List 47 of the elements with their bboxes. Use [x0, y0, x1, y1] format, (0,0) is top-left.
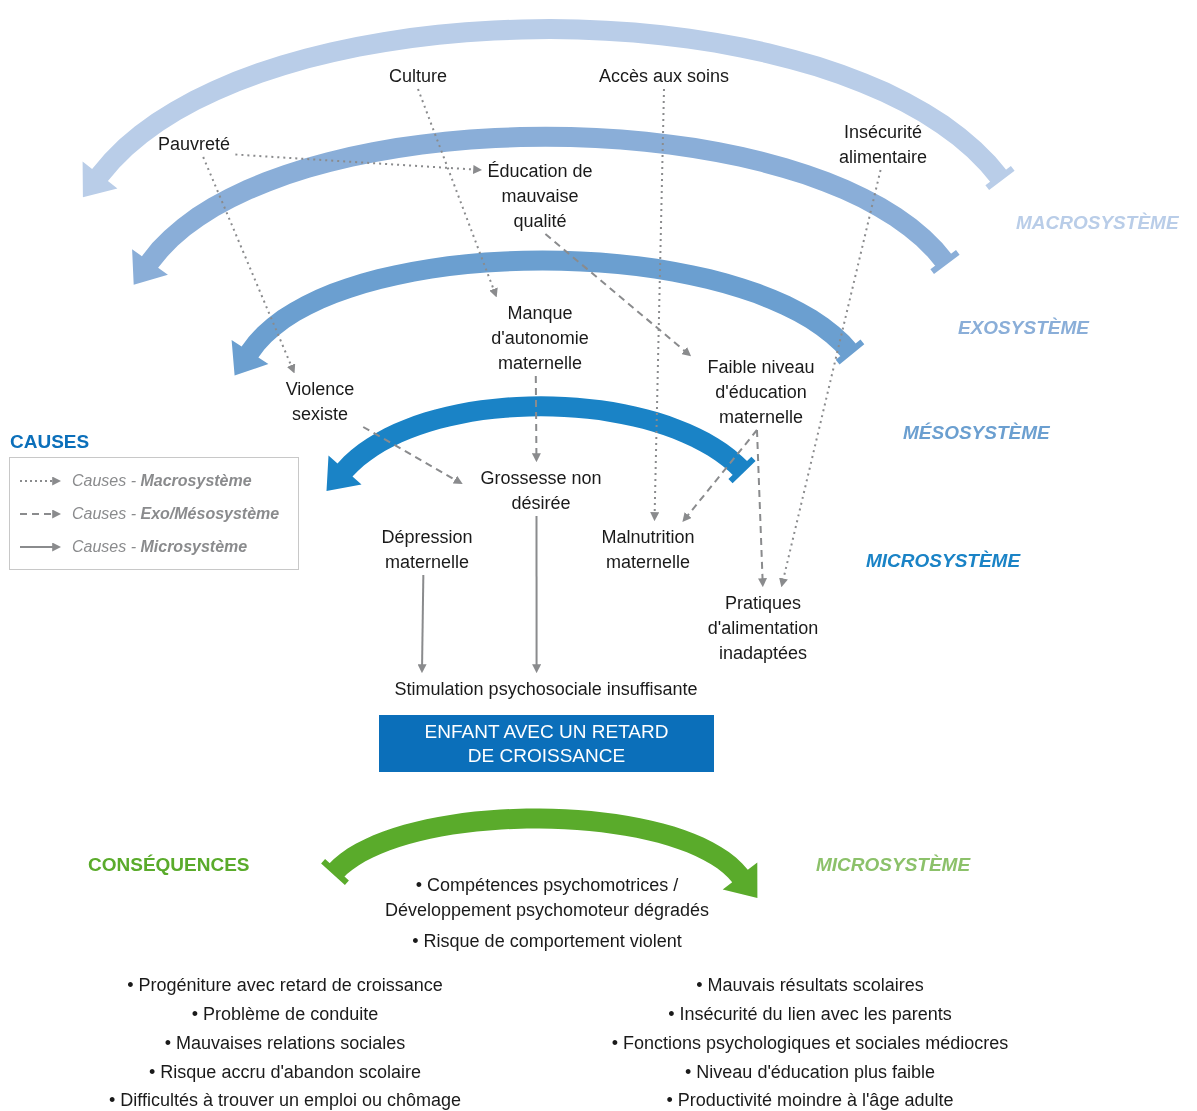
consequence-item: • Fonctions psychologiques et sociales médiocres [610, 1032, 1010, 1055]
section-heading: CAUSES [10, 430, 90, 454]
arrow [650, 88, 665, 522]
consequence-item: • Niveau d'éducation plus faible [684, 1061, 936, 1084]
cause-label: Culture [375, 64, 461, 89]
system-level-label: MACROSYSTÈME [1016, 211, 1179, 235]
system-level-label: EXOSYSTÈME [958, 316, 1089, 340]
outcome-box: ENFANT AVEC UN RETARD DE CROISSANCE [379, 715, 714, 772]
cause-label: Insécurité alimentaire [822, 120, 944, 170]
cause-label: Accès aux soins [585, 64, 743, 89]
system-level-label: MICROSYSTÈME [866, 549, 1021, 573]
arrow [234, 153, 483, 174]
legend-text: Causes - Macrosystème [72, 470, 252, 491]
arrow [417, 88, 498, 298]
consequence-item: • Progéniture avec retard de croissance [126, 974, 444, 997]
section-heading: CONSÉQUENCES [88, 853, 250, 877]
consequence-item: • Compétences psychomotrices / Développement psychomoteur dégradés [383, 874, 711, 922]
consequence-item: • Risque de comportement violent [411, 930, 683, 953]
cause-label: Éducation de mauvaise qualité [486, 159, 594, 234]
legend-text: Causes - Microsystème [72, 536, 248, 557]
arrow [682, 429, 758, 523]
consequence-item: • Difficultés à trouver un emploi ou chômage [107, 1089, 463, 1111]
arrow [544, 233, 692, 357]
arrow [532, 515, 542, 674]
cause-label: Pauvreté [148, 132, 240, 157]
arrow [531, 375, 541, 463]
cause-label: Grossesse non désirée [466, 466, 616, 516]
cause-label: Stimulation psychosociale insuffisante [358, 677, 734, 702]
system-level-label: MÉSOSYSTÈME [903, 421, 1050, 445]
arrow [202, 156, 296, 374]
cause-label: Violence sexiste [272, 377, 368, 427]
arrow [417, 574, 427, 674]
cause-label: Dépression maternelle [366, 525, 488, 575]
consequence-item: • Mauvais résultats scolaires [695, 974, 925, 997]
arrow [756, 429, 767, 588]
consequence-item: • Productivité moindre à l'âge adulte [665, 1089, 955, 1111]
cause-label: Malnutrition maternelle [584, 525, 712, 575]
consequence-item: • Insécurité du lien avec les parents [667, 1003, 953, 1026]
consequence-item: • Mauvaises relations sociales [163, 1032, 407, 1055]
cause-label: Pratiques d'alimentation inadaptées [690, 591, 836, 666]
cause-label: Faible niveau d'éducation maternelle [694, 355, 828, 430]
system-level-label: MICROSYSTÈME [816, 853, 971, 877]
legend-text: Causes - Exo/Mésosystème [72, 503, 280, 524]
consequence-item: • Problème de conduite [190, 1003, 380, 1026]
consequence-item: • Risque accru d'abandon scolaire [148, 1061, 422, 1084]
arrow [779, 169, 882, 588]
cause-label: Manque d'autonomie maternelle [470, 301, 610, 376]
